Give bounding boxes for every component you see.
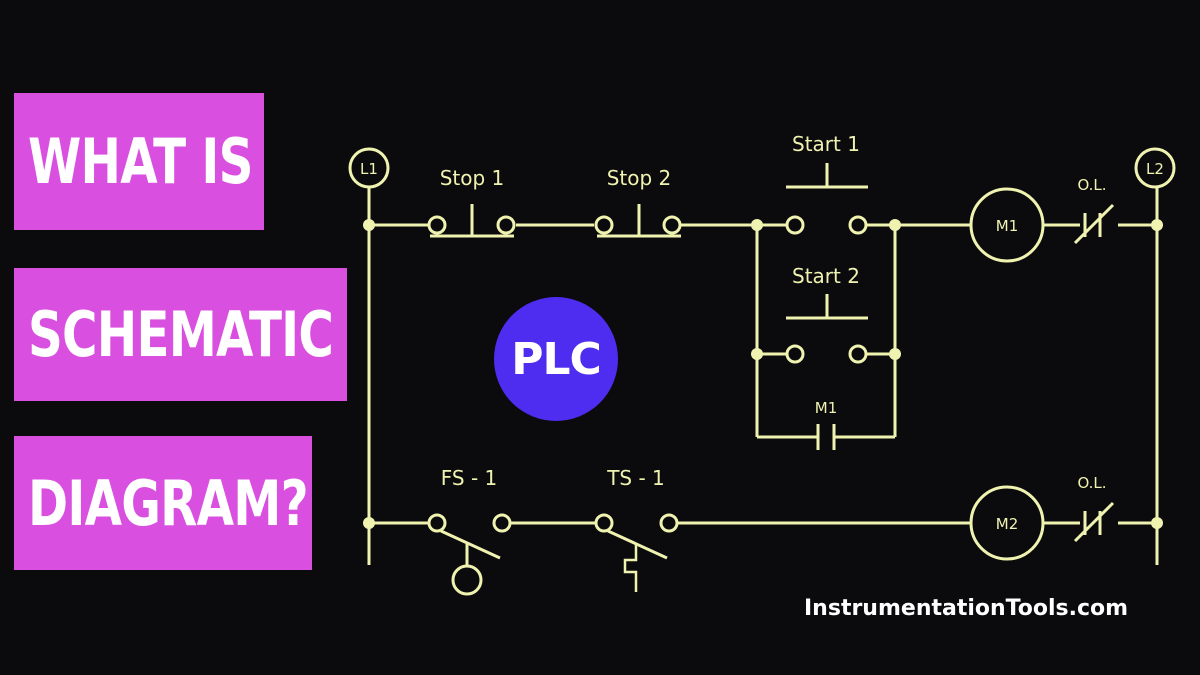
stop1-label: Stop 1 xyxy=(440,166,505,190)
start2-terminal xyxy=(848,344,868,364)
stop2-terminal xyxy=(594,215,614,235)
ts1-element xyxy=(623,544,638,592)
motor-m1 xyxy=(969,187,1045,263)
ol1-label: O.L. xyxy=(1077,176,1106,194)
l1-label: L1 xyxy=(360,160,378,178)
motor-m2-label: M2 xyxy=(996,515,1019,533)
start1-terminal xyxy=(848,215,868,235)
ts1-label: TS - 1 xyxy=(606,466,665,490)
l2-circle xyxy=(1134,147,1176,189)
l1-circle xyxy=(348,147,390,189)
ts1-terminal xyxy=(594,513,614,533)
stop2-terminal xyxy=(662,215,682,235)
m1-contact-label: M1 xyxy=(815,399,838,417)
fs1-blade xyxy=(440,529,501,560)
junction-dot xyxy=(363,517,375,529)
title-box-line-2: SCHEMATIC xyxy=(14,268,347,401)
ol2-slash xyxy=(1073,501,1115,543)
junction-dot xyxy=(889,348,901,360)
stop2-label: Stop 2 xyxy=(607,166,672,190)
junction-dot xyxy=(751,348,763,360)
stop1-terminal xyxy=(427,215,447,235)
fs1-terminal xyxy=(492,513,512,533)
fs1-float xyxy=(451,564,483,596)
title-line-1: WHAT IS xyxy=(28,125,253,198)
start1-terminal xyxy=(785,215,805,235)
plc-badge: PLC xyxy=(494,297,618,421)
ol1-slash xyxy=(1073,203,1115,245)
junction-dot xyxy=(363,219,375,231)
title-line-2: SCHEMATIC xyxy=(28,298,334,371)
plc-badge-text: PLC xyxy=(511,333,602,385)
ol2-label: O.L. xyxy=(1077,474,1106,492)
ts1-terminal xyxy=(659,513,679,533)
stop1-terminal xyxy=(496,215,516,235)
ts1-blade xyxy=(607,529,668,560)
l2-label: L2 xyxy=(1146,160,1164,178)
motor-m1-label: M1 xyxy=(996,217,1019,235)
junction-dot xyxy=(1151,517,1163,529)
junction-dot xyxy=(751,219,763,231)
start2-label: Start 2 xyxy=(792,264,860,288)
site-watermark: InstrumentationTools.com xyxy=(804,596,1129,621)
junction-dot xyxy=(1151,219,1163,231)
title-line-3: DIAGRAM? xyxy=(28,466,309,540)
fs1-terminal xyxy=(427,513,447,533)
start1-label: Start 1 xyxy=(792,132,860,156)
motor-m2 xyxy=(969,485,1045,561)
title-box-line-1: WHAT IS xyxy=(14,93,264,230)
start2-terminal xyxy=(785,344,805,364)
fs1-label: FS - 1 xyxy=(441,466,498,490)
junction-dot xyxy=(889,219,901,231)
title-box-line-3: DIAGRAM? xyxy=(14,436,312,570)
